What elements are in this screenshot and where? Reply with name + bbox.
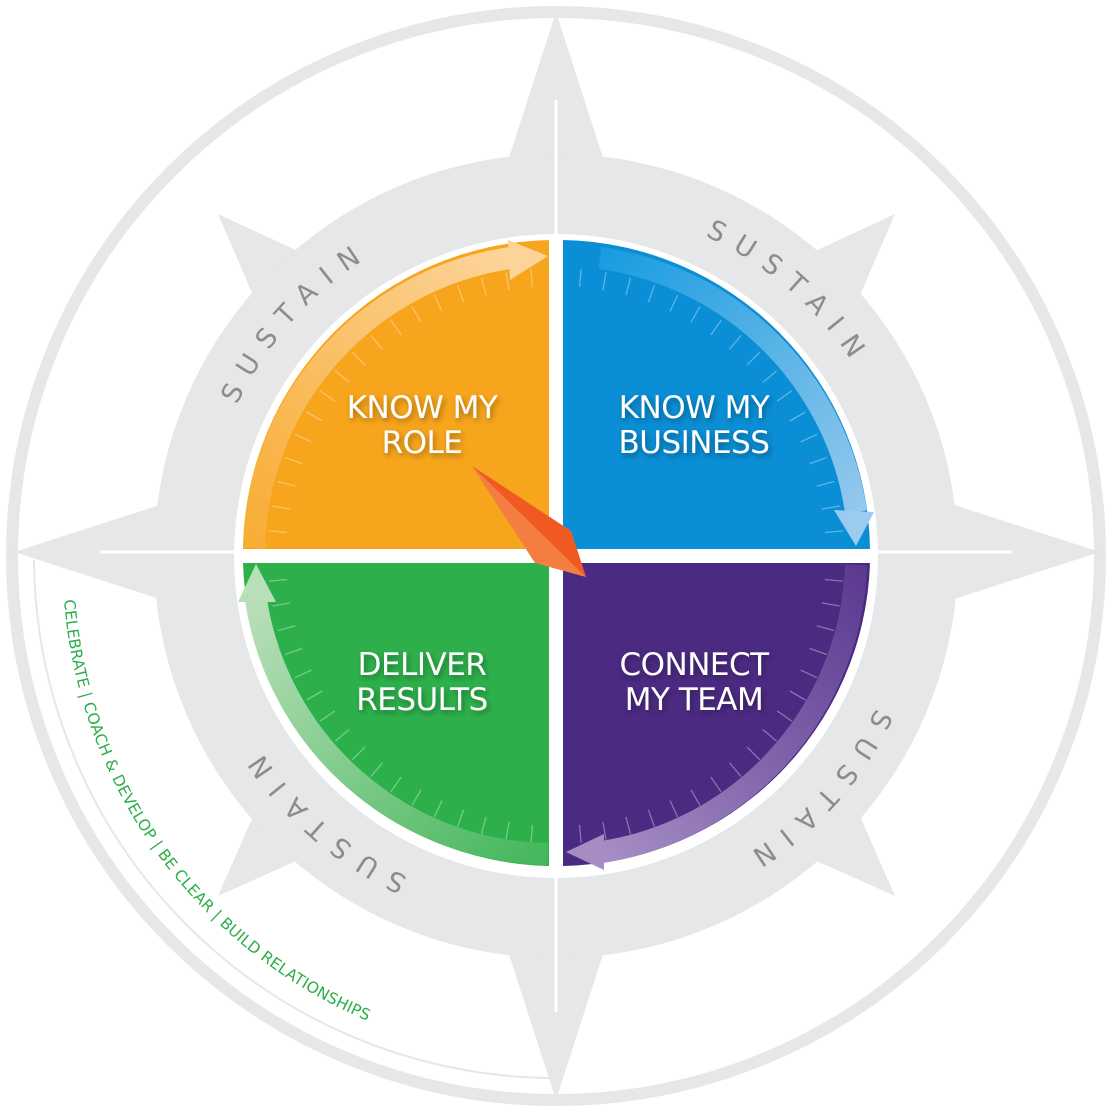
compass-needle bbox=[472, 466, 586, 577]
tick-mark bbox=[647, 809, 656, 827]
tick-mark bbox=[269, 578, 288, 582]
tick-mark bbox=[433, 294, 443, 312]
tick-mark bbox=[411, 789, 422, 806]
tick-mark bbox=[370, 762, 383, 778]
tick-mark bbox=[816, 480, 835, 487]
tick-mark bbox=[390, 776, 402, 793]
tick-mark bbox=[669, 800, 679, 818]
tick-mark bbox=[710, 319, 722, 336]
tick-mark bbox=[480, 277, 487, 296]
tick-mark bbox=[816, 625, 835, 632]
tick-mark bbox=[762, 729, 778, 742]
tick-mark bbox=[800, 669, 818, 679]
tick-mark bbox=[789, 690, 806, 701]
tick-mark bbox=[578, 269, 582, 288]
star-center-lines bbox=[100, 100, 1012, 1012]
quadrant-deliver-results[interactable] bbox=[243, 563, 549, 866]
tick-mark bbox=[729, 334, 742, 350]
quadrant-label-line2: ROLE bbox=[382, 425, 463, 461]
tick-mark bbox=[809, 647, 827, 656]
tick-mark bbox=[821, 505, 840, 510]
tick-mark bbox=[690, 789, 701, 806]
tick-mark bbox=[602, 821, 607, 840]
tick-mark bbox=[776, 710, 793, 722]
tick-mark bbox=[272, 602, 291, 607]
tick-mark bbox=[776, 390, 793, 402]
tick-mark bbox=[530, 269, 534, 288]
tick-mark bbox=[319, 710, 336, 722]
tick-mark bbox=[789, 411, 806, 422]
quadrant-label-line1: KNOW MY bbox=[347, 390, 498, 426]
tick-mark bbox=[334, 370, 350, 383]
quadrant-connect-my-team[interactable] bbox=[563, 563, 870, 866]
tick-mark bbox=[285, 456, 303, 465]
tick-mark bbox=[351, 351, 366, 366]
quadrant-label-line2: MY TEAM bbox=[625, 682, 764, 718]
tick-mark bbox=[294, 433, 312, 443]
tick-mark bbox=[269, 530, 288, 534]
tick-mark bbox=[456, 285, 465, 303]
tick-mark bbox=[647, 285, 656, 303]
tick-mark bbox=[277, 625, 296, 632]
tick-mark bbox=[746, 351, 761, 366]
tick-mark bbox=[690, 306, 701, 323]
tick-mark bbox=[729, 762, 742, 778]
tick-mark bbox=[411, 306, 422, 323]
tick-mark bbox=[625, 277, 632, 296]
tick-mark bbox=[762, 370, 778, 383]
tick-mark bbox=[306, 411, 323, 422]
tick-mark bbox=[272, 505, 291, 510]
tick-mark bbox=[390, 319, 402, 336]
quadrant-label-line1: DELIVER bbox=[358, 647, 487, 683]
tick-mark bbox=[319, 390, 336, 402]
tick-mark bbox=[294, 669, 312, 679]
tick-mark bbox=[505, 272, 510, 291]
tick-mark bbox=[370, 334, 383, 350]
tick-marks bbox=[269, 269, 843, 843]
cycle-arrow-purple bbox=[566, 564, 867, 870]
tick-mark bbox=[625, 816, 632, 835]
tick-mark bbox=[530, 824, 534, 843]
quadrant-label-line2: RESULTS bbox=[356, 682, 488, 718]
tick-mark bbox=[821, 602, 840, 607]
tick-mark bbox=[480, 816, 487, 835]
tick-mark bbox=[306, 690, 323, 701]
tick-mark bbox=[285, 647, 303, 656]
tick-mark bbox=[710, 776, 722, 793]
tick-mark bbox=[669, 294, 679, 312]
tick-mark bbox=[746, 746, 761, 761]
cycle-arrow-orange bbox=[243, 240, 548, 549]
tick-mark bbox=[351, 746, 366, 761]
tick-mark bbox=[456, 809, 465, 827]
tick-mark bbox=[505, 821, 510, 840]
tick-mark bbox=[602, 272, 607, 291]
tick-mark bbox=[809, 456, 827, 465]
tick-mark bbox=[824, 578, 843, 582]
tick-mark bbox=[277, 480, 296, 487]
habits-bracket-arc bbox=[33, 559, 553, 1079]
tick-mark bbox=[578, 824, 582, 843]
quadrant-label-line1: KNOW MY bbox=[619, 390, 770, 426]
quadrant-label-line1: CONNECT bbox=[619, 647, 770, 683]
cycle-arrow-blue bbox=[598, 247, 874, 546]
tick-mark bbox=[433, 800, 443, 818]
quadrant-label-line2: BUSINESS bbox=[619, 425, 770, 461]
tick-mark bbox=[824, 530, 843, 534]
quadrant-know-my-role[interactable] bbox=[243, 240, 549, 549]
quadrant-know-my-business[interactable] bbox=[563, 240, 870, 549]
tick-mark bbox=[334, 729, 350, 742]
cycle-arrow-green bbox=[238, 564, 549, 865]
tick-mark bbox=[800, 433, 818, 443]
